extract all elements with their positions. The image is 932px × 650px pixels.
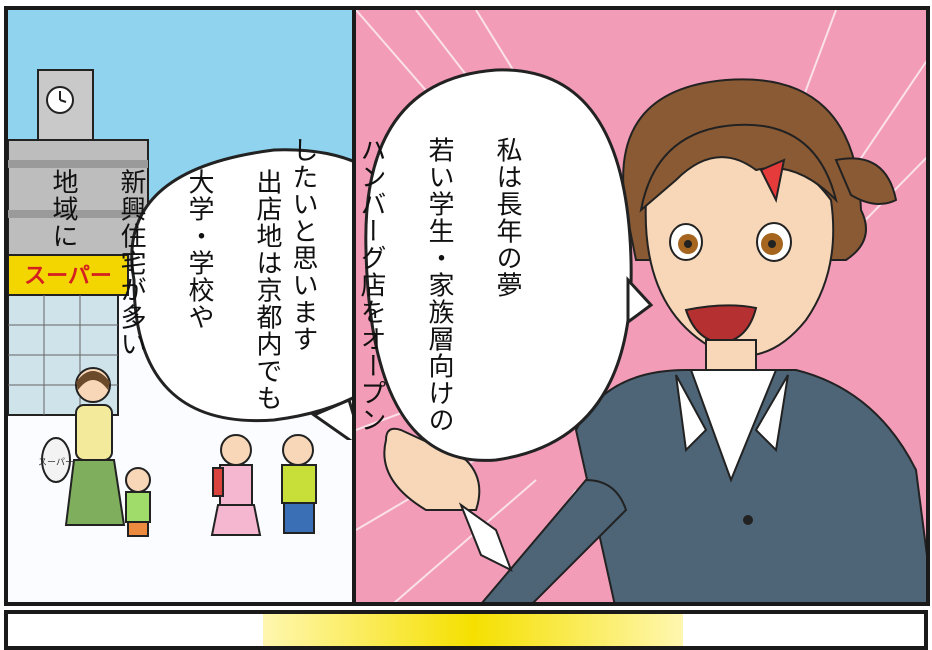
supermarket-building: スーパー bbox=[8, 254, 129, 416]
speech-line: ハンバーグ店をオープン bbox=[356, 136, 386, 434]
speech-line: 大学・学校や bbox=[184, 168, 214, 331]
jacket-button bbox=[743, 515, 753, 525]
mother-figure: スーパー bbox=[38, 367, 126, 526]
speech-text-right: 私は長年の夢 若い学生・家族層向けの ハンバーグ店をオープン したいと思います bbox=[288, 118, 558, 478]
speech-line: 地域に bbox=[48, 168, 78, 250]
shirt bbox=[689, 369, 778, 483]
speech-line: 新興住宅が多い bbox=[116, 168, 146, 358]
left-panel: スーパー スーパー bbox=[4, 6, 364, 606]
raised-hand bbox=[383, 427, 481, 511]
store-sign bbox=[8, 254, 129, 296]
arm bbox=[481, 478, 628, 602]
mouth bbox=[684, 304, 758, 345]
bottom-panel-highlight bbox=[263, 614, 683, 646]
randoseru bbox=[212, 467, 224, 497]
speech-text-left: 出店地は京都内でも 大学・学校や 新興住宅が多い 地域に bbox=[48, 150, 318, 412]
bag-label: スーパー bbox=[38, 457, 74, 468]
speech-line: したいと思います bbox=[288, 136, 318, 353]
hairpin-icon bbox=[759, 158, 786, 204]
speech-line: 若い学生・家族層向けの bbox=[424, 136, 454, 434]
school-children bbox=[210, 434, 317, 536]
speech-line: 出店地は京都内でも bbox=[252, 168, 282, 412]
speech-balloon-left bbox=[130, 148, 360, 440]
bottom-panel bbox=[4, 610, 928, 650]
right-panel bbox=[352, 6, 930, 606]
speech-line: 私は長年の夢 bbox=[492, 136, 522, 299]
store-sign-label: スーパー bbox=[24, 264, 112, 289]
speech-balloon-right bbox=[364, 68, 654, 462]
businesswoman-illustration bbox=[383, 78, 926, 602]
small-child-figure bbox=[125, 467, 151, 537]
shopping-bag bbox=[41, 437, 71, 483]
